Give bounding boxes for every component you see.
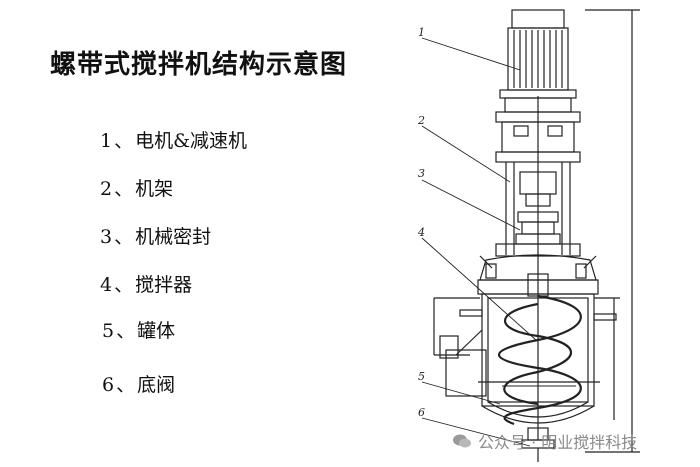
tank-vessel [439,254,617,424]
watermark: 公众号 · 明业搅拌科技 [452,430,700,452]
callout-number: 2 [417,114,425,127]
callout-numbers: 1 2 3 4 5 6 [417,26,425,419]
legend-number: 2 [100,178,113,200]
legend-label: 机架 [135,178,174,200]
legend-number: 1 [100,130,113,152]
frame [505,96,571,440]
legend-separator: 、 [114,130,134,152]
ribbon-agitator [498,294,582,426]
legend-label: 搅拌器 [135,274,193,296]
callout-number: 5 [418,370,425,383]
legend-separator: 、 [114,178,134,200]
legend-separator: 、 [116,374,136,396]
legend-number: 5 [102,320,115,342]
callout-leaders [421,37,537,447]
legend-item-seal: 3、机械密封 [100,222,211,249]
legend-item-valve: 6、底阀 [102,370,175,397]
legend-separator: 、 [116,320,136,342]
ribbon-mixer-diagram: 1 2 3 4 5 6 [417,9,640,462]
dimension-lines [433,9,640,453]
legend-item-tank: 5、罐体 [102,316,175,343]
wechat-icon [453,434,471,448]
legend-separator: 、 [114,226,134,248]
legend-number: 6 [102,374,115,396]
legend-label: 底阀 [137,374,176,396]
callout-number: 4 [417,226,425,239]
watermark-text: 公众号 · 明业搅拌科技 [478,433,638,452]
legend-number: 4 [100,274,113,296]
legend-label: 罐体 [137,320,176,342]
legend-number: 3 [100,226,113,248]
callout-number: 3 [418,167,425,180]
page-title: 螺带式搅拌机结构示意图 [50,50,348,80]
mechanical-seal [495,211,581,257]
callout-number: 6 [418,406,425,419]
legend-separator: 、 [114,274,134,296]
legend-item-motor: 1、电机&减速机 [100,126,247,153]
legend-item-frame: 2、机架 [100,174,173,201]
callout-number: 1 [418,26,425,39]
legend-item-agitator: 4、搅拌器 [100,270,192,297]
legend-label: 电机&减速机 [135,130,248,152]
legend-label: 机械密封 [135,226,212,248]
